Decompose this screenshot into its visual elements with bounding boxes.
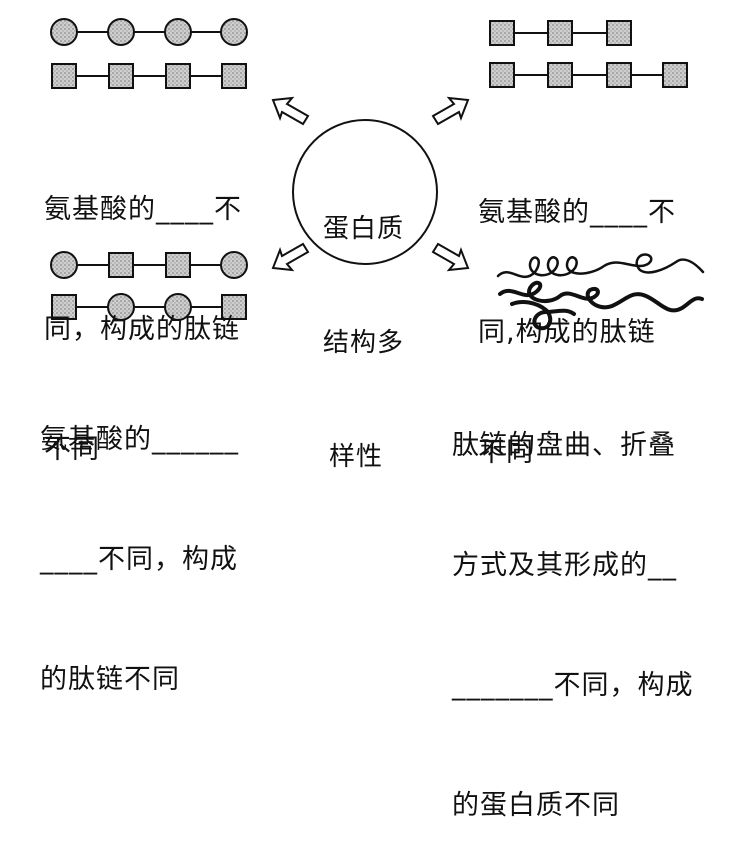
amino-acid-circle	[50, 18, 78, 46]
arrow-top-left	[271, 96, 310, 126]
amino-acid-square	[547, 20, 573, 46]
amino-acid-square	[51, 294, 77, 320]
amino-acid-square	[165, 252, 191, 278]
amino-acid-circle	[107, 293, 135, 321]
panel-bottom-left: 氨基酸的______ ____不同，构成 的肽链不同	[40, 340, 239, 740]
panel-line: _______不同，构成	[452, 670, 694, 701]
panel-line: 肽链的盘曲、折叠	[452, 430, 676, 461]
amino-acid-circle	[50, 251, 78, 279]
amino-acid-square	[165, 63, 191, 89]
amino-acid-square	[547, 62, 573, 88]
amino-acid-circle	[107, 18, 135, 46]
amino-acid-circle	[164, 293, 192, 321]
amino-acid-square	[606, 20, 632, 46]
center-circle	[292, 119, 438, 265]
amino-acid-circle	[220, 18, 248, 46]
amino-acid-square	[489, 62, 515, 88]
top-left-chains	[50, 18, 248, 89]
center-line-1: 蛋白质	[323, 214, 405, 244]
amino-acid-square	[489, 20, 515, 46]
panel-line: 的肽链不同	[40, 664, 180, 695]
amino-acid-square	[108, 252, 134, 278]
panel-line: 的蛋白质不同	[452, 790, 620, 821]
panel-line: 方式及其形成的__	[452, 550, 677, 581]
center-line-3: 样性	[329, 442, 384, 472]
amino-acid-square	[51, 63, 77, 89]
panel-line: 氨基酸的____不	[44, 194, 242, 225]
protein-diversity-diagram	[50, 18, 705, 331]
arrow-bottom-left	[271, 242, 310, 272]
amino-acid-square	[221, 294, 247, 320]
panel-line: 氨基酸的______	[40, 424, 239, 455]
bottom-left-chains	[50, 251, 248, 321]
panel-line: 氨基酸的____不	[478, 197, 676, 228]
amino-acid-square	[662, 62, 688, 88]
arrow-bottom-right	[431, 242, 470, 272]
panel-bottom-right: 肽链的盘曲、折叠 方式及其形成的__ _______不同，构成 的蛋白质不同	[452, 346, 694, 866]
top-right-chains	[489, 20, 688, 88]
panel-line: 不同	[44, 434, 100, 465]
panel-line: ____不同，构成	[40, 544, 238, 575]
amino-acid-circle	[220, 251, 248, 279]
arrow-top-right	[431, 96, 470, 126]
amino-acid-square	[606, 62, 632, 88]
center-line-2: 结构多	[323, 328, 405, 358]
panel-line: 同,构成的肽链	[478, 317, 656, 348]
panel-top-left: 氨基酸的____不 同，构成的肽链 不同	[44, 110, 242, 510]
center-label: 蛋白质 结构多 样性	[323, 134, 404, 514]
panel-line: 不同	[478, 437, 534, 468]
panel-line: 同，构成的肽链	[44, 314, 240, 345]
amino-acid-square	[108, 63, 134, 89]
amino-acid-circle	[164, 18, 192, 46]
coiled-peptide-chains	[496, 253, 705, 331]
amino-acid-square	[221, 63, 247, 89]
panel-top-right: 氨基酸的____不 同,构成的肽链 不同	[478, 113, 676, 513]
